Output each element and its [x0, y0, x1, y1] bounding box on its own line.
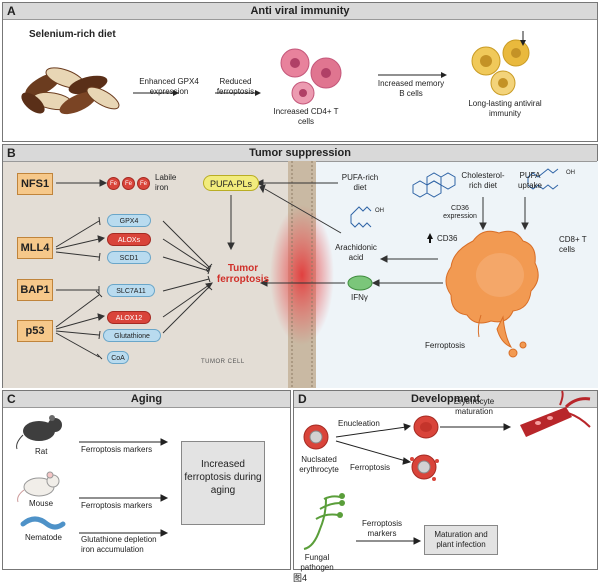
target-coa: CoA	[107, 351, 129, 364]
increased-ferroptosis-box: Increased ferroptosis during aging	[181, 441, 265, 525]
mouse-label: Mouse	[29, 499, 54, 508]
fungal-markers-label: Ferroptosis markers	[361, 519, 402, 538]
erythrocyte-icon	[413, 415, 439, 439]
cholesterol-icon	[412, 172, 456, 198]
iron-fe-1: Fe	[107, 177, 120, 190]
mouse-markers-label: Ferroptosis markers	[81, 501, 153, 510]
pufa-pls-pill: PUFA-PLs	[203, 175, 259, 191]
panel-c-header: Aging	[3, 391, 290, 408]
rat-label: Rat	[35, 447, 48, 456]
nematode-label: Nematode	[25, 533, 62, 542]
iron-fe-2: Fe	[122, 177, 135, 190]
target-alox12: ALOX12	[107, 311, 151, 324]
target-scd1: SCD1	[107, 251, 151, 264]
increased-cd4-label: Increased CD4+ T cells	[273, 107, 339, 126]
pufa-chain-icon	[527, 168, 559, 190]
cd36-up-arrow-icon	[427, 233, 433, 243]
panel-d-title: Development	[410, 393, 481, 405]
panel-b-letter: B	[7, 146, 16, 160]
tumor-cell-background	[3, 161, 303, 388]
panel-a-title: Anti viral immunity	[250, 5, 350, 17]
selenium-diet-label: Selenium-rich diet	[29, 29, 116, 40]
enhanced-gpx4-label: Enhanced GPX4 expression	[139, 77, 199, 96]
panel-development: Development D	[293, 390, 598, 572]
labile-iron-label: Labile iron	[155, 173, 177, 192]
fungal-pathogen-icon	[303, 495, 341, 550]
nematode-markers-label: Glutathione depletion iron accumulation	[81, 535, 157, 554]
cd8-t-cells-label: CD8+ T cells	[559, 235, 587, 254]
nucleated-erythrocyte-label: Nuclsated erythrocyte	[299, 455, 339, 474]
erythrocyte-maturation-label: Erythrocyte maturation	[453, 397, 495, 416]
mouse-icon	[17, 471, 60, 503]
target-glutathione: Glutathione	[103, 329, 161, 342]
arachidonic-acid-label: Arachidonic acid	[335, 243, 377, 262]
ifng-label: IFNγ	[351, 293, 368, 302]
oh-label: OH	[375, 208, 384, 214]
maturation-plant-infection-box: Maturation and plant infection	[424, 525, 498, 555]
memory-b-cells-icon	[471, 39, 530, 96]
ferroptotic-cell-icon	[410, 454, 439, 481]
fungal-pathogen-label: Fungal pathogen	[300, 553, 334, 572]
ferroptosis-d-label: Ferroptosis	[350, 463, 391, 472]
tumor-ferroptosis-label: Tumor ferroptosis	[216, 263, 270, 285]
panel-c-title: Aging	[130, 393, 163, 405]
target-slc7a11: SLC7A11	[107, 284, 155, 297]
panel-d-letter: D	[298, 392, 307, 406]
ifng-icon	[347, 275, 373, 291]
increased-memory-b-label: Increased memory B cells	[377, 79, 445, 98]
cd4-t-cells-icon	[280, 48, 342, 105]
panel-c-graphics	[16, 415, 169, 537]
regulator-nfs1: NFS1	[17, 173, 53, 195]
cd8-t-cell-icon	[445, 230, 539, 358]
panel-a-letter: A	[7, 4, 16, 18]
panel-c-letter: C	[7, 392, 16, 406]
panel-antiviral: Anti viral immunity A Selenium-rich diet	[2, 2, 598, 142]
tumor-cell-label: TUMOR CELL	[201, 359, 245, 365]
regulator-p53: p53	[17, 320, 53, 342]
target-gpx4: GPX4	[107, 214, 151, 227]
pufa-uptake-label: PUFA uptake	[517, 171, 543, 190]
enucleation-label: Enucleation	[338, 419, 380, 428]
iron-fe-3: Fe	[137, 177, 150, 190]
panel-b-graphics	[55, 161, 559, 388]
nematode-icon	[20, 516, 66, 530]
long-lasting-immunity-label: Long-lasting antiviral immunity	[468, 99, 542, 118]
panel-d-header: Development	[294, 391, 597, 408]
panel-tumor-suppression: Tumor suppression B	[2, 144, 598, 388]
target-aloxs: ALOXs	[107, 233, 151, 246]
panel-b-title: Tumor suppression	[249, 147, 351, 159]
regulator-mll4: MLL4	[17, 237, 53, 259]
figure-caption: 图4	[292, 573, 307, 583]
panel-a-graphics	[21, 31, 530, 115]
cholesterol-diet-label: Cholesterol-rich diet	[461, 171, 505, 190]
pufa-diet-label: PUFA-rich diet	[341, 173, 379, 192]
panel-d-graphics	[303, 390, 591, 550]
nucleated-erythrocyte-icon	[303, 424, 329, 450]
reduced-ferroptosis-label: Reduced ferroptosis	[216, 77, 255, 96]
panel-aging: Aging C Rat Mouse Nematode Ferroptosis m…	[2, 390, 291, 570]
panel-a-header: Anti viral immunity	[3, 3, 597, 20]
ferroptosis-label: Ferroptosis	[425, 341, 466, 350]
rat-icon	[16, 415, 62, 450]
cell-membrane	[270, 161, 334, 388]
rat-markers-label: Ferroptosis markers	[81, 445, 153, 454]
brazil-nuts-icon	[21, 67, 120, 115]
blood-vessel-icon	[520, 390, 591, 437]
regulator-bap1: BAP1	[17, 279, 53, 301]
arachidonic-chain-icon	[350, 206, 372, 228]
cd36-label: CD36	[437, 234, 458, 243]
oh-label-2: OH	[566, 170, 575, 176]
cd36-expression-label: CD36 expression	[443, 205, 477, 220]
